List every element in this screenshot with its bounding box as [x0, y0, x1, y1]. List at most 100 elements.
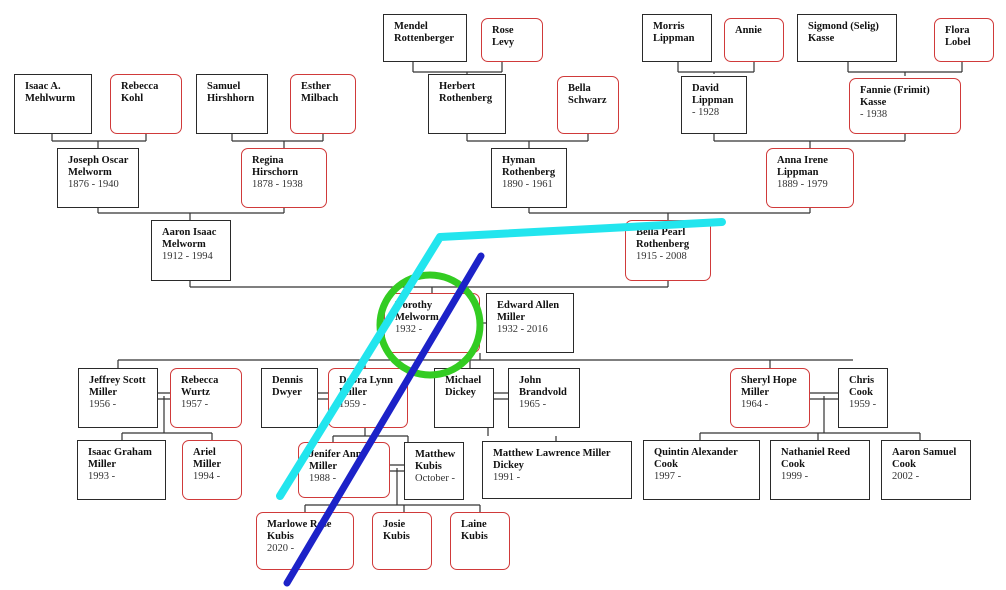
person-name: Laine Kubis: [461, 519, 488, 542]
person-name: Matthew Kubis: [415, 449, 456, 472]
person-box-mendel[interactable]: Mendel Rottenberger: [383, 14, 467, 62]
person-name: Bella Schwarz: [568, 83, 607, 106]
person-dates: 1964 -: [741, 399, 769, 410]
person-box-david[interactable]: David Lippman- 1928: [681, 76, 747, 134]
person-dates: 1991 -: [493, 472, 521, 483]
person-box-isaac-a[interactable]: Isaac A. Mehlwurm: [14, 74, 92, 134]
person-dates: 1993 -: [88, 471, 116, 482]
person-box-bella-s[interactable]: Bella Schwarz: [557, 76, 619, 134]
person-name: Annie: [735, 25, 762, 36]
person-dates: 1997 -: [654, 471, 682, 482]
person-name: Rebecca Kohl: [121, 81, 159, 104]
person-name: Sheryl Hope Miller: [741, 375, 797, 398]
person-name: Josie Kubis: [383, 519, 410, 542]
person-name: Flora Lobel: [945, 25, 971, 48]
person-dates: 1932 -: [395, 324, 423, 335]
person-name: Bella Pearl Rothenberg: [636, 227, 690, 250]
person-name: Jenifer Ann Miller: [309, 449, 362, 472]
person-dates: 1965 -: [519, 399, 547, 410]
person-box-rebecca-k[interactable]: Rebecca Kohl: [110, 74, 182, 134]
person-dates: 1994 -: [193, 471, 221, 482]
person-name: Edward Allen Miller: [497, 300, 560, 323]
person-name: Jeffrey Scott Miller: [89, 375, 146, 398]
person-box-rose[interactable]: Rose Levy: [481, 18, 543, 62]
person-name: Aaron Isaac Melworm: [162, 227, 217, 250]
person-name: Michael Dickey: [445, 375, 482, 398]
person-name: Regina Hirschorn: [252, 155, 299, 178]
person-name: Mendel Rottenberger: [394, 21, 455, 44]
person-name: Sigmond (Selig) Kasse: [808, 21, 879, 44]
person-box-fannie[interactable]: Fannie (Frimit) Kasse- 1938: [849, 78, 961, 134]
person-box-michael[interactable]: Michael Dickey: [434, 368, 494, 428]
person-box-samuel[interactable]: Samuel Hirshhorn: [196, 74, 268, 134]
person-box-dennis[interactable]: Dennis Dwyer: [261, 368, 318, 428]
person-name: Marlowe Rose Kubis: [267, 519, 332, 542]
person-dates: 1876 - 1940: [68, 179, 119, 190]
person-name: David Lippman: [692, 83, 734, 106]
person-box-annie[interactable]: Annie: [724, 18, 784, 62]
person-name: Rose Levy: [492, 25, 515, 48]
person-dates: 1957 -: [181, 399, 209, 410]
person-name: Matthew Lawrence Miller Dickey: [493, 448, 611, 471]
person-dates: 1999 -: [781, 471, 809, 482]
person-dates: 2020 -: [267, 543, 295, 554]
person-name: Joseph Oscar Melworm: [68, 155, 129, 178]
person-name: Chris Cook: [849, 375, 875, 398]
person-name: Esther Milbach: [301, 81, 339, 104]
person-box-josie[interactable]: Josie Kubis: [372, 512, 432, 570]
person-dates: 1915 - 2008: [636, 251, 687, 262]
person-name: Aaron Samuel Cook: [892, 447, 957, 470]
person-box-morris[interactable]: Morris Lippman: [642, 14, 712, 62]
person-name: Herbert Rothenberg: [439, 81, 493, 104]
person-dates: 1890 - 1961: [502, 179, 553, 190]
person-box-flora[interactable]: Flora Lobel: [934, 18, 994, 62]
person-dates: 1889 - 1979: [777, 179, 828, 190]
person-dates: 1959 -: [339, 399, 367, 410]
person-dates: 1878 - 1938: [252, 179, 303, 190]
person-dates: 2002 -: [892, 471, 920, 482]
person-dates: 1959 -: [849, 399, 877, 410]
person-name: Hyman Rothenberg: [502, 155, 556, 178]
person-dates: 1932 - 2016: [497, 324, 548, 335]
person-name: Fannie (Frimit) Kasse: [860, 85, 930, 108]
person-name: Isaac Graham Miller: [88, 447, 152, 470]
person-box-sigmond[interactable]: Sigmond (Selig) Kasse: [797, 14, 897, 62]
person-name: Morris Lippman: [653, 21, 695, 44]
person-name: Debra Lynn Miller: [339, 375, 393, 398]
person-box-esther[interactable]: Esther Milbach: [290, 74, 356, 134]
person-box-herbert[interactable]: Herbert Rothenberg: [428, 74, 506, 134]
person-box-laine[interactable]: Laine Kubis: [450, 512, 510, 570]
person-dates: - 1938: [860, 109, 888, 120]
person-dates: - 1928: [692, 107, 720, 118]
person-dates: 1988 -: [309, 473, 337, 484]
person-dates: 1956 -: [89, 399, 117, 410]
person-name: John Brandvold: [519, 375, 567, 398]
person-name: Isaac A. Mehlwurm: [25, 81, 76, 104]
person-name: Samuel Hirshhorn: [207, 81, 255, 104]
person-name: Dennis Dwyer: [272, 375, 303, 398]
